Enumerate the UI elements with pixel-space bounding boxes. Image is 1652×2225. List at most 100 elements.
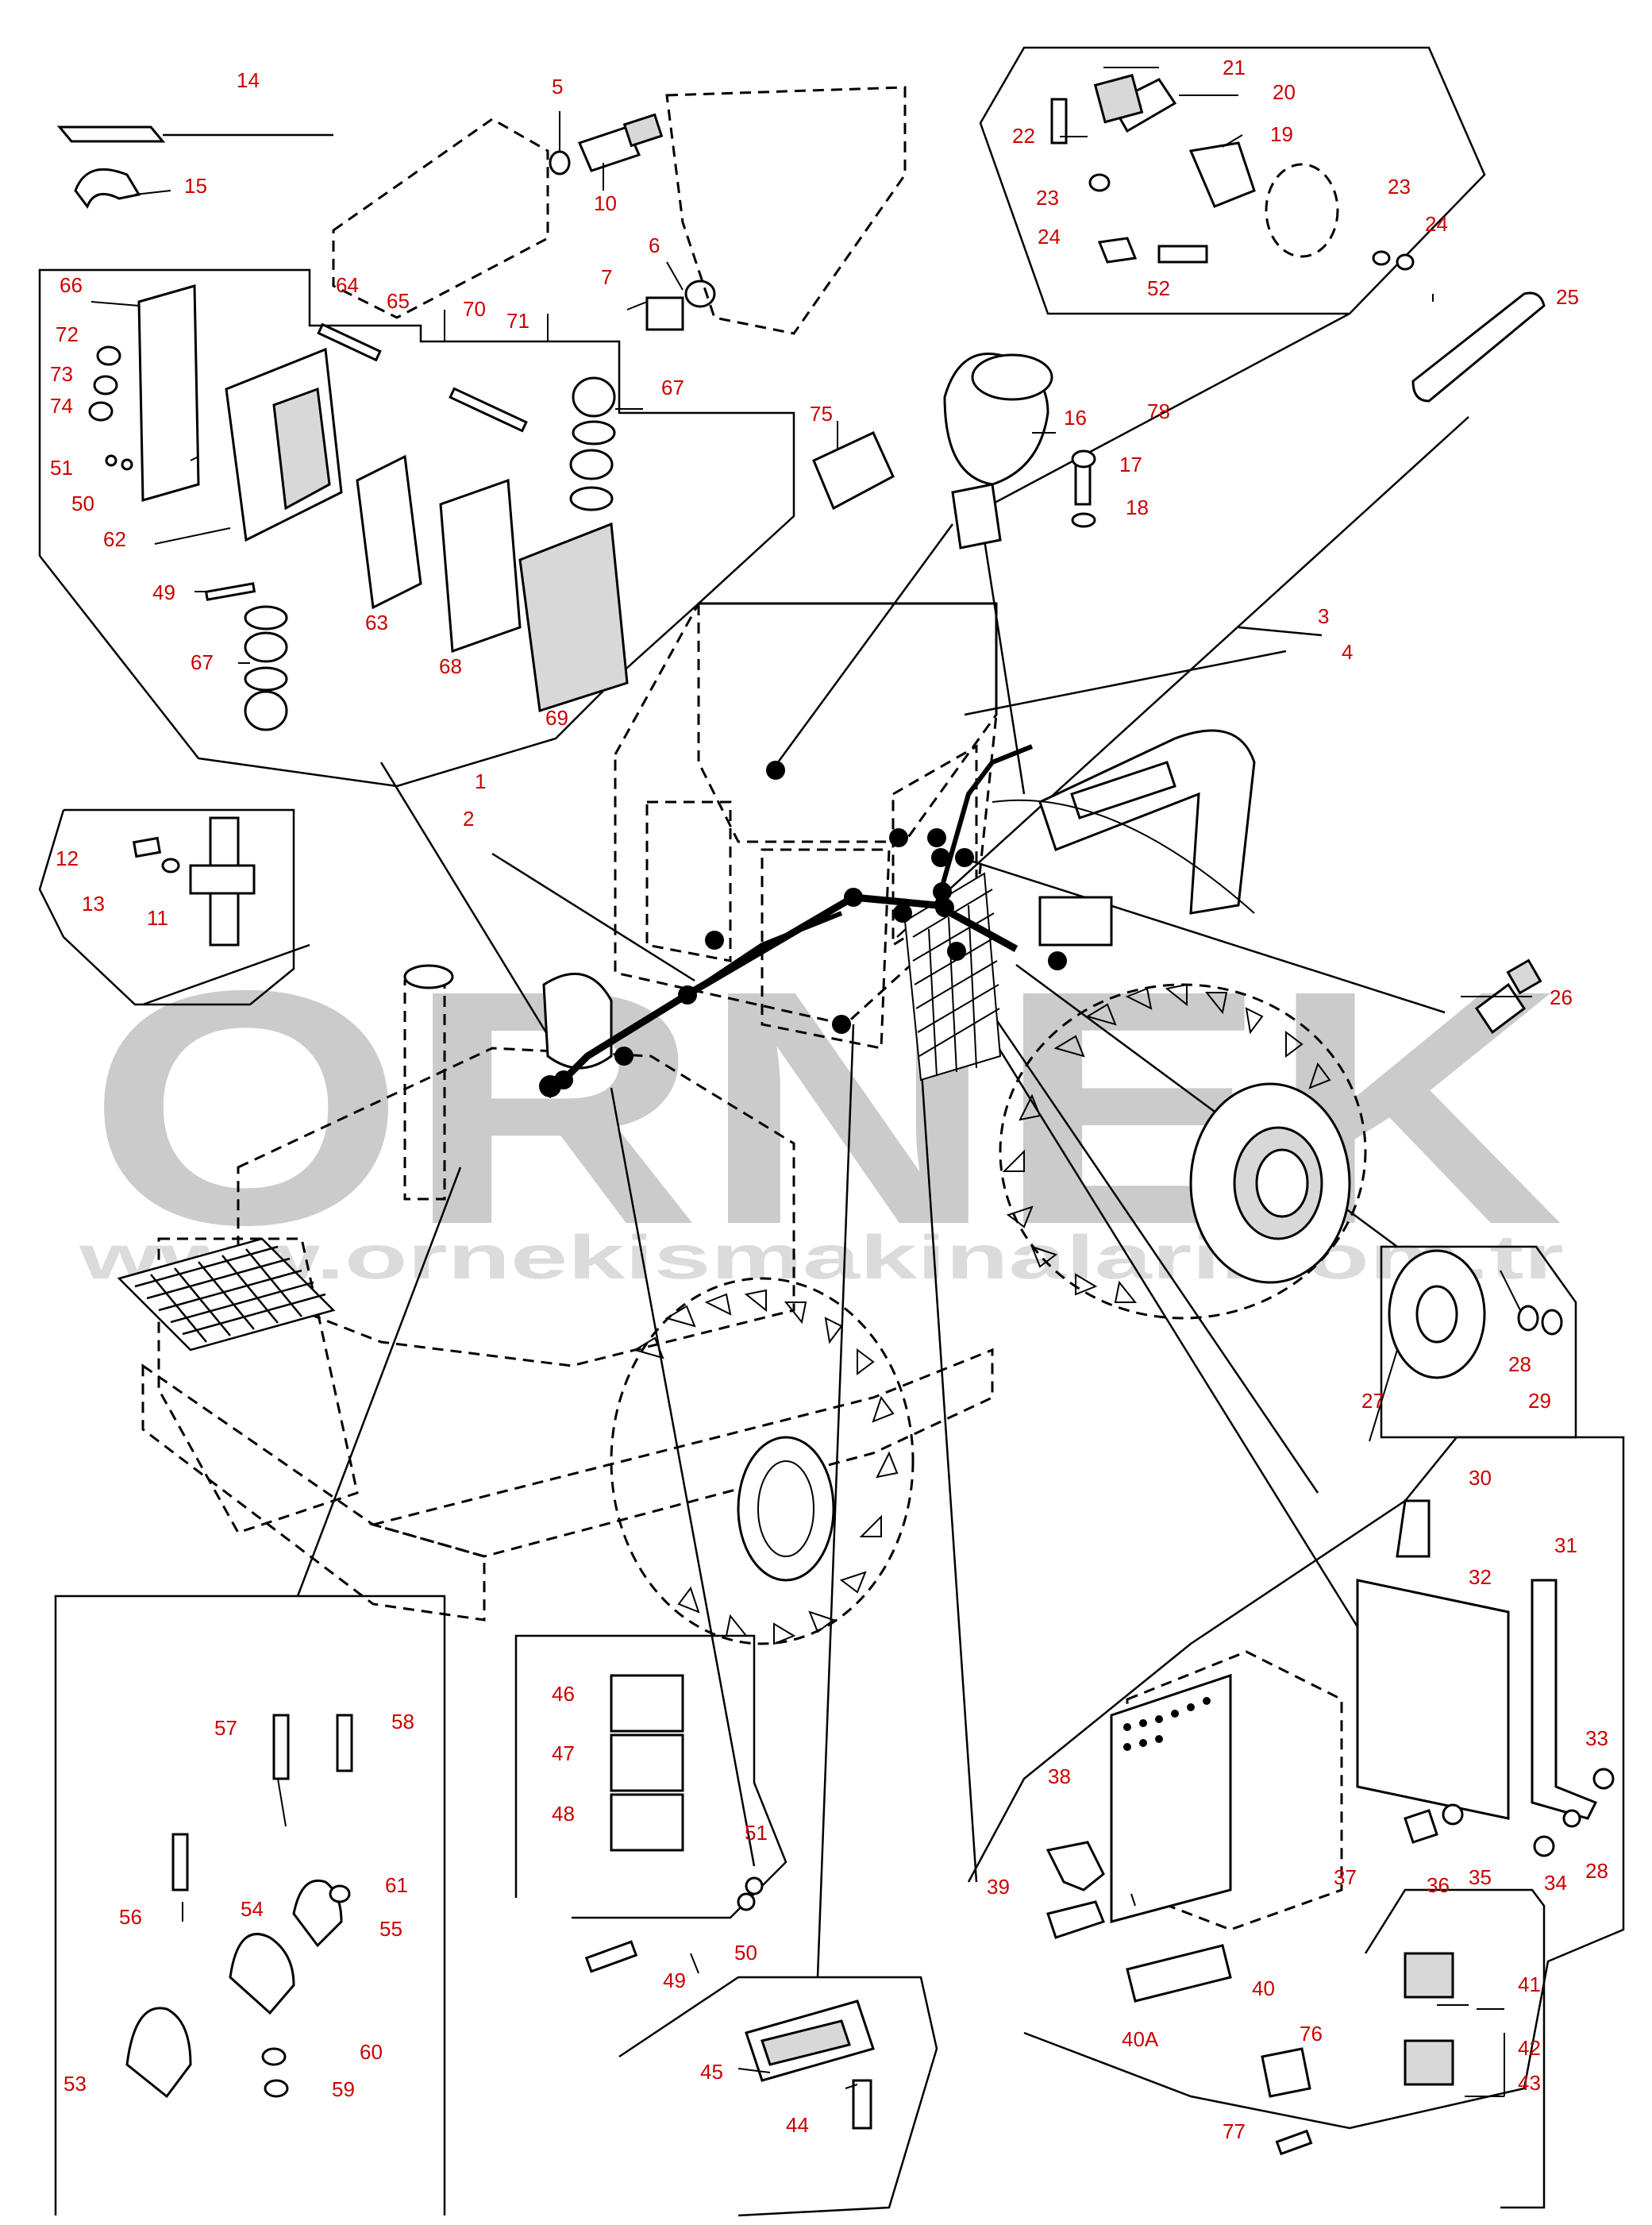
callout-51-b: 51 — [50, 456, 73, 480]
callout-65: 65 — [387, 289, 410, 313]
callout-12: 12 — [56, 846, 79, 870]
callout-24-b: 24 — [1425, 212, 1448, 236]
leader-line — [491, 852, 695, 982]
callout-62: 62 — [103, 527, 126, 551]
callout-67: 67 — [661, 376, 684, 399]
machine-body — [117, 602, 1367, 1645]
part-leader-lines — [90, 67, 1532, 2097]
callout-17: 17 — [1119, 453, 1142, 476]
callout-22: 22 — [1012, 124, 1035, 148]
callout-23: 23 — [1036, 186, 1059, 210]
leader-line — [142, 943, 310, 1006]
callout-48: 48 — [552, 1802, 575, 1826]
callout-2: 2 — [463, 807, 474, 831]
leader-line — [379, 762, 557, 1049]
callout-37: 37 — [1334, 1865, 1357, 1889]
callout-35: 35 — [1469, 1865, 1492, 1889]
group-outline-electrical-box — [967, 1436, 1625, 2130]
callout-66: 66 — [60, 273, 83, 297]
callout-67-b: 67 — [191, 650, 214, 674]
callout-49-b: 49 — [152, 580, 175, 604]
callout-70: 70 — [463, 297, 486, 321]
group-outline-housing — [618, 1976, 938, 2217]
callout-69: 69 — [545, 706, 568, 730]
callout-78: 78 — [1147, 399, 1170, 423]
callout-27: 27 — [1361, 1389, 1384, 1413]
callout-labels: 1 2 3 4 5 6 7 10 11 12 13 14 15 16 17 18… — [50, 56, 1608, 2143]
callout-59: 59 — [332, 2077, 355, 2101]
callout-47: 47 — [552, 1741, 575, 1765]
group-outline-clamps — [54, 1595, 446, 2215]
leader-line — [984, 312, 1350, 510]
callout-33: 33 — [1585, 1726, 1608, 1750]
callout-15: 15 — [184, 174, 207, 198]
group-outline-switches — [514, 1634, 787, 1919]
leader-line — [296, 1166, 462, 1597]
leader-line — [776, 523, 954, 763]
leader-line — [964, 650, 1287, 716]
callout-57: 57 — [214, 1716, 237, 1740]
callout-4: 4 — [1342, 640, 1353, 664]
callout-28-b: 28 — [1585, 1859, 1608, 1883]
callout-68: 68 — [439, 654, 462, 678]
callout-5: 5 — [552, 75, 563, 98]
callout-50-b: 50 — [71, 492, 94, 515]
leader-line — [610, 1087, 756, 1867]
leader-line — [960, 856, 1446, 1014]
callout-18: 18 — [1126, 496, 1149, 519]
callout-24: 24 — [1038, 225, 1061, 249]
callout-20: 20 — [1273, 80, 1296, 104]
callout-40: 40 — [1252, 1976, 1275, 2000]
callout-63: 63 — [365, 611, 388, 634]
callout-75: 75 — [810, 402, 833, 426]
callout-73: 73 — [50, 362, 73, 386]
callout-46: 46 — [552, 1682, 575, 1706]
callout-6: 6 — [649, 233, 660, 257]
callout-64: 64 — [336, 273, 359, 297]
callout-19: 19 — [1270, 122, 1293, 146]
callout-77: 77 — [1223, 2119, 1246, 2143]
callout-45: 45 — [700, 2060, 723, 2084]
callout-56: 56 — [119, 1905, 142, 1929]
callout-40A: 40A — [1122, 2027, 1159, 2051]
callout-38: 38 — [1048, 1764, 1071, 1788]
leader-line — [971, 984, 1319, 1494]
callout-36: 36 — [1427, 1873, 1450, 1897]
callout-28: 28 — [1508, 1352, 1531, 1376]
callout-31: 31 — [1554, 1533, 1577, 1557]
leader-line — [816, 1024, 855, 1978]
callout-71: 71 — [506, 309, 529, 333]
group-outline-solenoid — [38, 808, 295, 1006]
callout-13: 13 — [82, 892, 105, 916]
callout-39: 39 — [987, 1875, 1010, 1899]
leader-line — [919, 1059, 978, 1883]
callout-30: 30 — [1469, 1466, 1492, 1490]
parts — [56, 74, 1615, 2156]
callout-53: 53 — [64, 2072, 87, 2096]
callout-41: 41 — [1518, 1972, 1541, 1996]
callout-60: 60 — [360, 2040, 383, 2064]
callout-32: 32 — [1469, 1565, 1492, 1589]
callout-76: 76 — [1300, 2022, 1323, 2046]
callout-23-b: 23 — [1388, 175, 1411, 199]
callout-52: 52 — [1147, 276, 1170, 300]
callout-58: 58 — [391, 1710, 414, 1733]
callout-74: 74 — [50, 394, 73, 418]
leader-line — [896, 416, 1469, 938]
callout-21: 21 — [1223, 56, 1246, 79]
group-outline-relays — [1364, 1888, 1546, 2209]
callout-44: 44 — [786, 2113, 809, 2137]
callout-72: 72 — [56, 322, 79, 346]
leader-line — [943, 960, 1438, 1756]
callout-16: 16 — [1064, 406, 1087, 430]
callout-11: 11 — [147, 906, 168, 930]
leader-line — [1238, 626, 1323, 637]
callout-42: 42 — [1518, 2036, 1541, 2060]
callout-34: 34 — [1544, 1871, 1567, 1895]
callout-54: 54 — [241, 1897, 264, 1921]
callout-10: 10 — [594, 191, 617, 215]
callout-7: 7 — [601, 265, 612, 289]
callout-51: 51 — [745, 1821, 768, 1845]
callout-50: 50 — [734, 1941, 757, 1965]
callout-14: 14 — [237, 68, 260, 92]
